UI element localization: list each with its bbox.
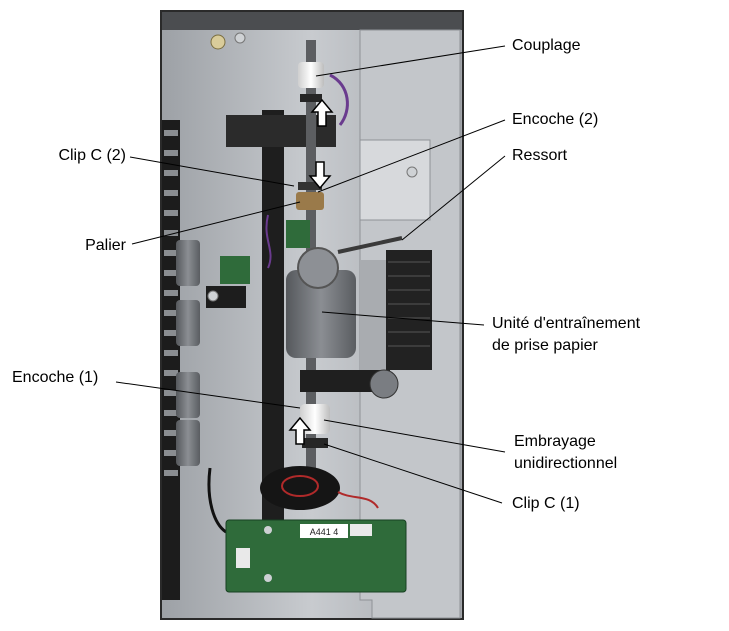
pcb-board-text: A441 4: [310, 527, 339, 537]
bracket: [359, 139, 431, 221]
drive-belt: [300, 370, 390, 392]
label-encoche-1: Encoche (1): [12, 369, 99, 386]
leader-clipc2: [129, 156, 295, 187]
photo: A441 4: [160, 10, 464, 620]
c-clip-2: [298, 182, 322, 190]
arrow-up-coupling: [310, 98, 334, 127]
pcb-label-sticker: [300, 524, 348, 538]
label-embrayage-line2: unidirectionnel: [514, 455, 618, 472]
label-clip-c-1: Clip C (1): [512, 495, 580, 512]
left-rail: [162, 120, 180, 600]
pcb-connector: [350, 524, 372, 536]
rail-teeth: [164, 130, 178, 476]
left-rollers: [176, 240, 200, 466]
label-unite-line1: Unité d'entraînement: [492, 315, 641, 332]
solenoid-wire: [281, 475, 319, 497]
screw-left: [207, 290, 219, 302]
arrow-up-notch1: [288, 416, 312, 445]
label-clip-c-2: Clip C (2): [58, 147, 126, 164]
bearing: [296, 192, 324, 210]
leader-lines: [115, 45, 506, 504]
harness-red: [337, 491, 379, 509]
leader-encoche2: [317, 119, 506, 193]
leader-embrayage: [323, 419, 506, 453]
coupling-ring: [300, 94, 322, 102]
sensor-pcb-upper: [286, 220, 310, 248]
leader-unite: [321, 311, 485, 326]
label-encoche-2: Encoche (2): [512, 111, 599, 128]
screw-right: [406, 166, 418, 178]
arrow-down-notch2: [308, 161, 332, 190]
spring: [337, 236, 403, 254]
leader-ressort: [401, 155, 506, 241]
screw-top-left: [210, 34, 226, 50]
label-ressort: Ressort: [512, 147, 568, 164]
leader-encoche1: [115, 381, 301, 409]
pcb-screw-1: [264, 526, 272, 534]
leader-palier: [131, 201, 301, 245]
pcb-screw-2: [264, 574, 272, 582]
top-band: [162, 12, 462, 30]
label-unite-line2: de prise papier: [492, 337, 598, 354]
label-palier: Palier: [85, 237, 126, 254]
main-pcb: [225, 519, 407, 593]
label-couplage: Couplage: [512, 37, 581, 54]
solenoid: [260, 466, 340, 510]
harness-black: [207, 467, 227, 534]
pickup-roller: [286, 270, 356, 358]
gear: [297, 247, 339, 289]
harness-purple: [329, 73, 349, 126]
coupling: [298, 62, 324, 88]
sensor-pcb-left: [220, 256, 250, 284]
leader-couplage: [315, 45, 506, 77]
label-embrayage-line1: Embrayage: [514, 433, 596, 450]
right-frame: [386, 250, 432, 370]
leader-clipc1: [323, 443, 503, 504]
screw-top: [234, 32, 246, 44]
pulley: [369, 369, 399, 399]
c-clip-1: [302, 438, 328, 448]
pcb-connector-left: [236, 548, 250, 568]
harness-purple-2: [265, 214, 272, 269]
